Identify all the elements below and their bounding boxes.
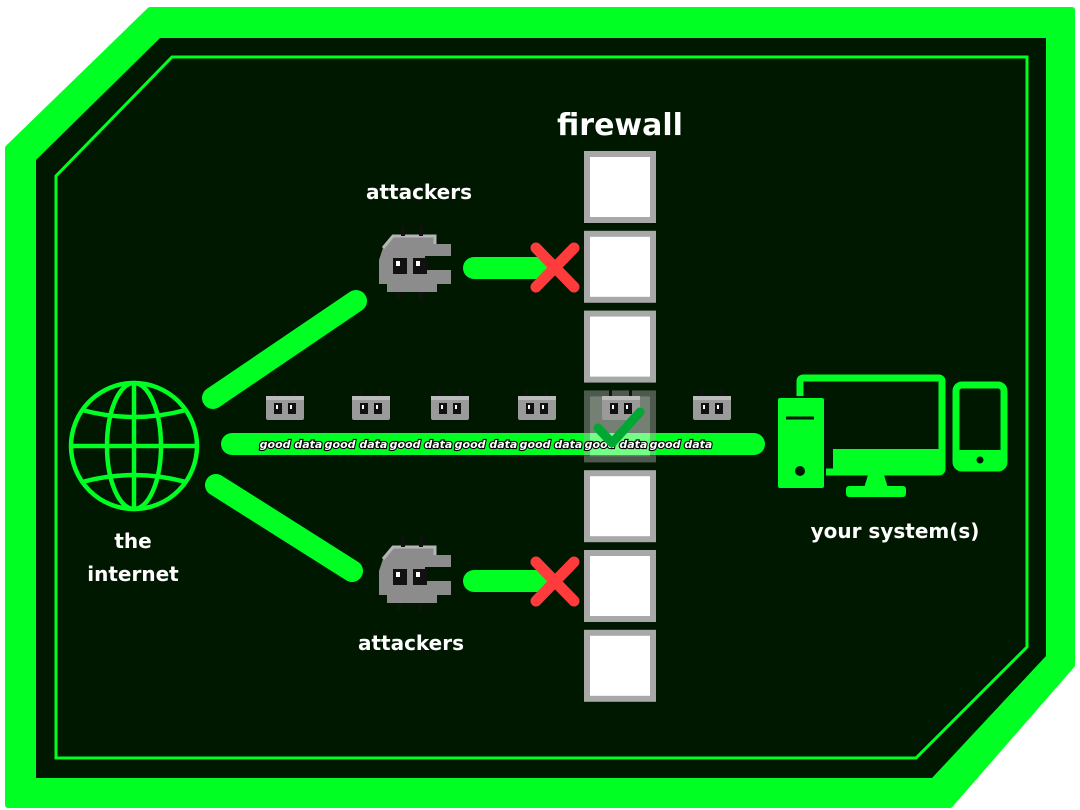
green-check-icon	[593, 407, 645, 448]
internet-label-line1: the	[114, 529, 151, 553]
smartphone-icon	[952, 381, 1008, 472]
line-internet-to-top-attackers	[202, 290, 367, 409]
line-internet-to-bottom-attackers	[205, 474, 363, 582]
firewall-block	[584, 151, 656, 223]
firewall-title: firewall	[557, 108, 683, 143]
firewall-block	[584, 550, 656, 622]
bottom-red-x-icon	[530, 556, 580, 607]
top-attackers-label: attackers	[366, 180, 472, 204]
firewall-block	[584, 230, 656, 303]
good-data-label: good data	[650, 438, 713, 451]
firewall-block	[584, 310, 656, 383]
good-data-label: good data	[455, 438, 518, 451]
bottom-attackers-label: attackers	[358, 631, 464, 655]
top-red-x-icon	[530, 242, 580, 293]
firewall-block	[584, 470, 656, 543]
inner-border	[54, 55, 1029, 760]
connector-lines	[202, 257, 765, 592]
good-data-label: good data	[260, 438, 323, 451]
desktop-computer-icon	[776, 374, 946, 497]
good-data-label: good data	[520, 438, 583, 451]
good-data-label: good data	[390, 438, 453, 451]
firewall-wall	[584, 151, 656, 702]
globe-icon	[68, 380, 200, 512]
firewall-block	[584, 629, 656, 702]
systems-label: your system(s)	[811, 519, 980, 543]
internet-label-line2: internet	[87, 562, 179, 586]
good-data-label: good data	[325, 438, 388, 451]
